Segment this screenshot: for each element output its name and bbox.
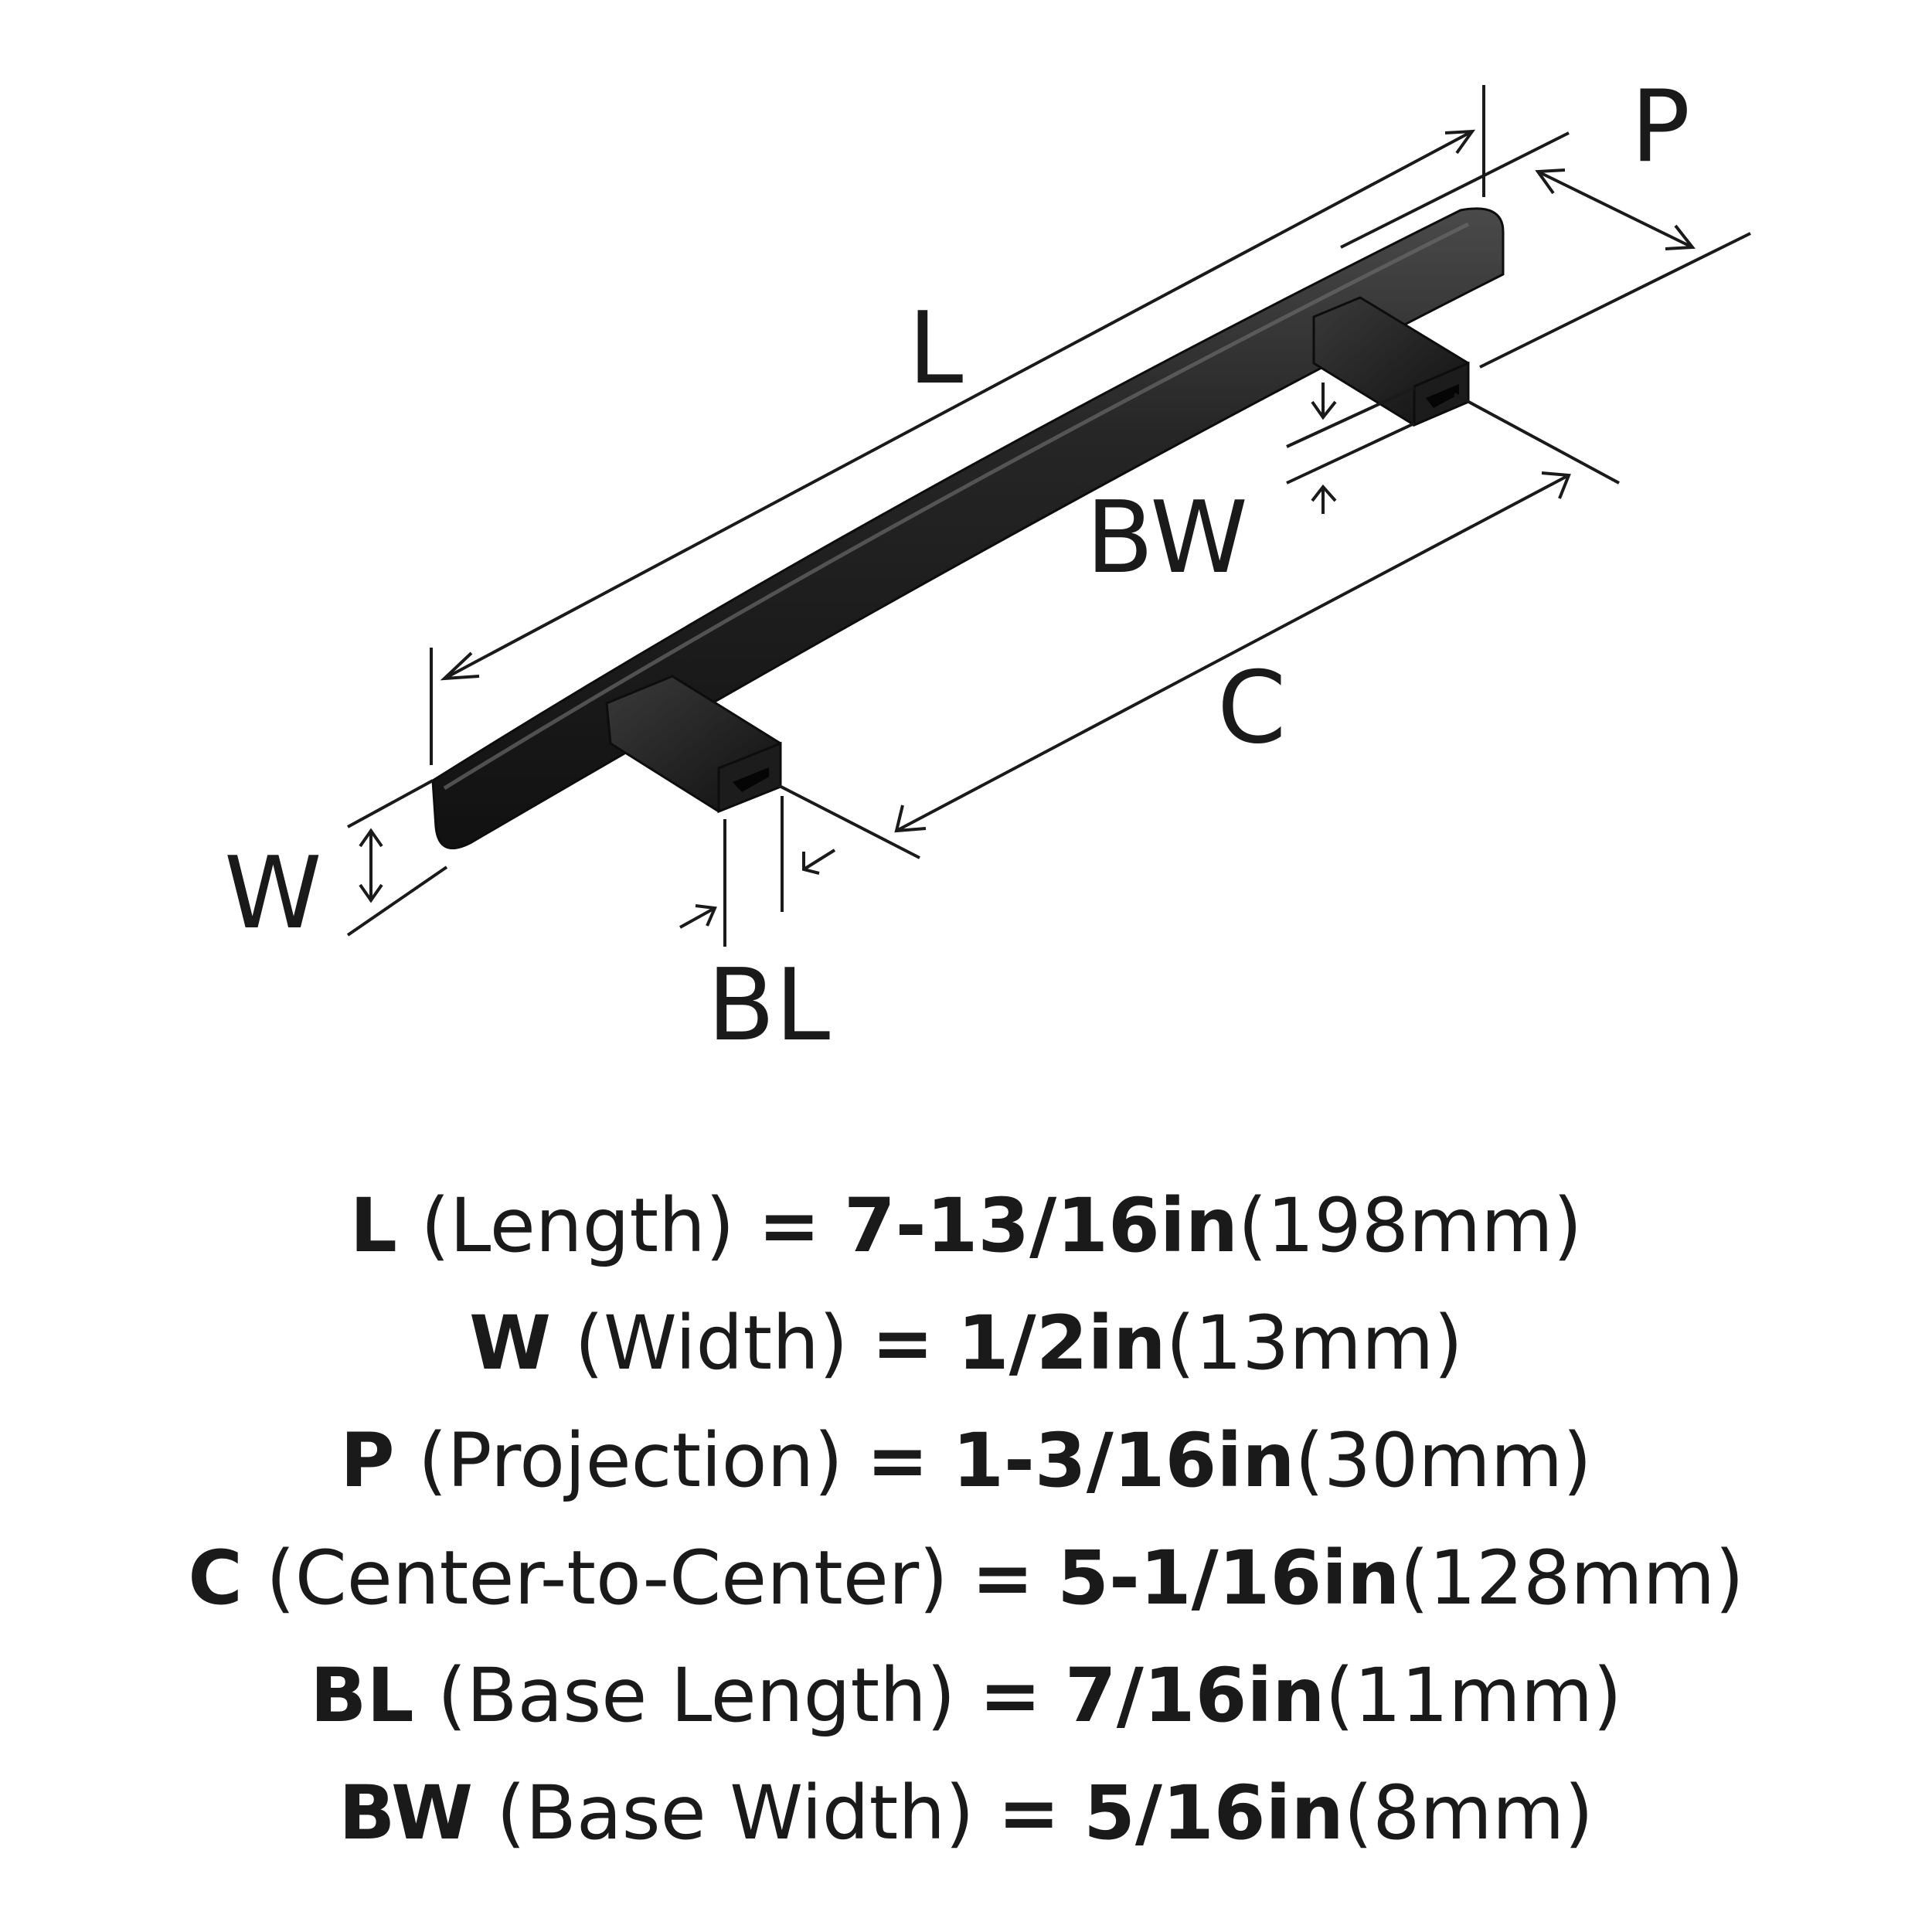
cabinet-pull-illustration	[431, 207, 1505, 850]
spec-code: L	[349, 1182, 397, 1269]
spec-name: (Length)	[420, 1182, 735, 1269]
left-post	[605, 675, 782, 814]
spec-imperial-value: 7/16in	[1064, 1652, 1325, 1739]
right-post	[1312, 296, 1470, 427]
spec-imperial-value: 1-3/16in	[952, 1417, 1295, 1504]
label-L: L	[908, 291, 963, 406]
spec-row-length: L (Length) = 7-13/16in(198mm)	[0, 1167, 1932, 1284]
spec-imperial-value: 5-1/16in	[1057, 1535, 1400, 1621]
spec-row-center-to-center: C (Center-to-Center) = 5-1/16in(128mm)	[0, 1519, 1932, 1637]
dimension-diagram: L P BW C W BL	[224, 70, 1751, 1063]
equals-sign: =	[998, 1770, 1060, 1856]
equals-sign: =	[871, 1300, 934, 1386]
dimension-labels: L P BW C W BL	[224, 70, 1690, 1063]
specifications-list: L (Length) = 7-13/16in(198mm) W (Width) …	[0, 1167, 1932, 1872]
spec-name: (Projection)	[418, 1417, 843, 1504]
equals-sign: =	[971, 1535, 1034, 1621]
spec-metric-value: (128mm)	[1400, 1535, 1744, 1621]
spec-code: BW	[338, 1770, 473, 1856]
label-BW: BW	[1086, 481, 1248, 596]
spec-metric-value: (8mm)	[1343, 1770, 1594, 1856]
label-BL: BL	[707, 948, 830, 1063]
spec-name: (Base Width)	[496, 1770, 975, 1856]
label-C: C	[1217, 651, 1286, 766]
equals-sign: =	[978, 1652, 1042, 1739]
spec-metric-value: (11mm)	[1325, 1652, 1622, 1739]
spec-row-base-width: BW (Base Width) = 5/16in(8mm)	[0, 1754, 1932, 1872]
spec-row-width: W (Width) = 1/2in(13mm)	[0, 1284, 1932, 1402]
spec-row-projection: P (Projection) = 1-3/16in(30mm)	[0, 1402, 1932, 1519]
spec-metric-value: (13mm)	[1165, 1300, 1463, 1386]
spec-imperial-value: 5/16in	[1083, 1770, 1344, 1856]
equals-sign: =	[757, 1182, 821, 1269]
spec-code: BL	[310, 1652, 414, 1739]
spec-row-base-length: BL (Base Length) = 7/16in(11mm)	[0, 1637, 1932, 1754]
label-W: W	[224, 836, 322, 951]
spec-code: C	[188, 1535, 243, 1621]
pull-bar	[431, 207, 1505, 850]
spec-name: (Center-to-Center)	[266, 1535, 948, 1621]
dimension-lines	[346, 85, 1751, 947]
spec-metric-value: (30mm)	[1294, 1417, 1592, 1504]
spec-code: W	[469, 1300, 552, 1386]
spec-code: P	[340, 1417, 395, 1504]
spec-name: (Width)	[574, 1300, 849, 1386]
spec-metric-value: (198mm)	[1238, 1182, 1583, 1269]
label-P: P	[1631, 70, 1690, 185]
spec-imperial-value: 7-13/16in	[843, 1182, 1239, 1269]
pull-bar-highlight	[443, 222, 1470, 791]
spec-name: (Base Length)	[437, 1652, 956, 1739]
equals-sign: =	[866, 1417, 929, 1504]
spec-imperial-value: 1/2in	[957, 1300, 1166, 1386]
